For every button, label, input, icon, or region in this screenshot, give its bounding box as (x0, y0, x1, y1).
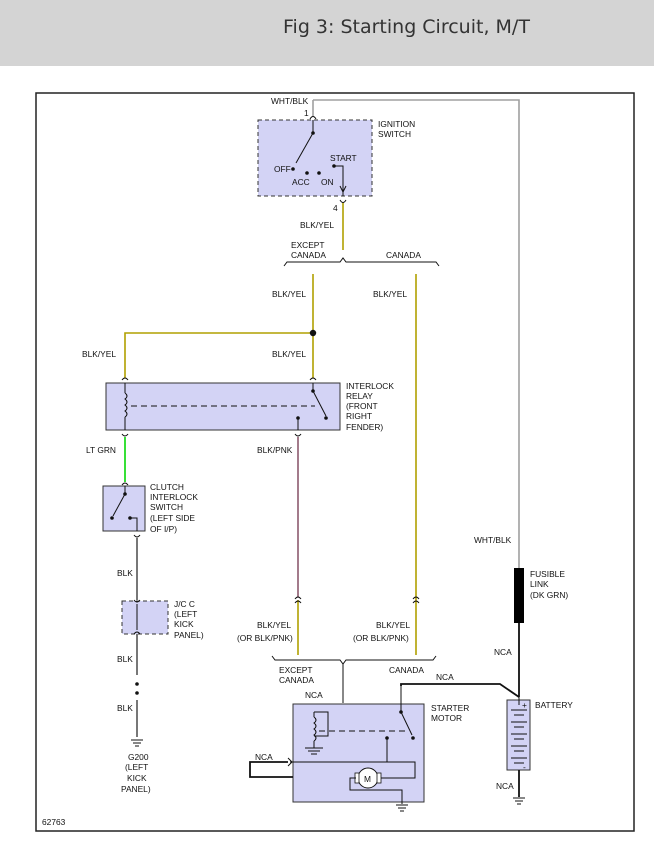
fusible-label-1: FUSIBLE (530, 569, 565, 579)
wire-label-lower-right-1: BLK/YEL (376, 620, 410, 630)
splice-dot (309, 329, 317, 337)
connector-ign-4 (339, 199, 347, 203)
wire-label-blk-pnk: BLK/PNK (257, 445, 293, 455)
wire-label-blk-1: BLK (117, 568, 133, 578)
figure-id: 62763 (42, 817, 66, 827)
wire-label-lt-grn: LT GRN (86, 445, 116, 455)
blk-dot-2 (135, 691, 139, 695)
except-canada-bottom-1: EXCEPT (279, 665, 313, 675)
wire-nca-battery-starter (400, 683, 520, 698)
wire-label-wht-blk-right: WHT/BLK (474, 535, 512, 545)
split-bracket-bottom (271, 655, 437, 703)
relay-label-1: INTERLOCK (346, 381, 394, 391)
clutch-label-4: (LEFT SIDE (150, 513, 195, 523)
wire-label-blk-yel-relay-mid: BLK/YEL (272, 349, 306, 359)
clutch-interlock-switch (102, 485, 146, 532)
wire-label-blk-2: BLK (117, 654, 133, 664)
ign-pin-1: 1 (304, 108, 309, 118)
wire-nca-left-loop (249, 761, 293, 778)
wire-label-blk-yel-left-branch: BLK/YEL (272, 289, 306, 299)
wire-label-lower-left-2: (OR BLK/PNK) (237, 633, 293, 643)
motor-symbol: M (364, 774, 371, 784)
wire-wht-blk (312, 99, 520, 568)
relay-label-3: (FRONT (346, 401, 378, 411)
connector-clutch-top (121, 482, 129, 486)
except-canada-bottom-2: CANADA (279, 675, 314, 685)
relay-label-2: RELAY (346, 391, 373, 401)
wire-label-nca-2: NCA (255, 752, 273, 762)
g200-label-3: KICK (127, 773, 147, 783)
wire-label-lower-right-2: (OR BLK/PNK) (353, 633, 409, 643)
canada-bottom-label: CANADA (389, 665, 424, 675)
wire-label-blk-yel-canada: BLK/YEL (373, 289, 407, 299)
connector-lower-right-top (412, 596, 420, 600)
except-canada-top-2: CANADA (291, 250, 326, 260)
g200-label-4: PANEL) (121, 784, 151, 794)
relay-label-4: RIGHT (346, 411, 372, 421)
except-canada-top-1: EXCEPT (291, 240, 325, 250)
starter-motor: M (287, 686, 425, 804)
connector-clutch-bottom (133, 534, 141, 538)
battery-minus: - (523, 762, 526, 772)
battery-ground-icon (513, 797, 525, 805)
clutch-label-2: INTERLOCK (150, 492, 198, 502)
jcc-label-2: (LEFT (174, 609, 197, 619)
wire-label-wht-blk-top: WHT/BLK (271, 96, 309, 106)
split-bracket-top (283, 257, 440, 267)
canada-top-label: CANADA (386, 250, 421, 260)
battery-label: BATTERY (535, 700, 573, 710)
ignition-switch: OFF ACC ON START (257, 119, 373, 197)
starter-ground-icon (396, 804, 408, 812)
wire-label-nca-4: NCA (494, 647, 512, 657)
connector-lower-left-top (294, 596, 302, 600)
connector-lower-left-bot (294, 600, 302, 604)
connector-ign-1 (309, 116, 317, 120)
fusible-link (514, 568, 524, 623)
wire-label-lower-left-1: BLK/YEL (257, 620, 291, 630)
starter-label-1: STARTER (431, 703, 469, 713)
wire-blk-yel (124, 203, 417, 655)
clutch-label-1: CLUTCH (150, 482, 184, 492)
ign-on-label: ON (321, 177, 334, 187)
jcc-label-1: J/C C (174, 599, 195, 609)
wire-label-nca-5: NCA (496, 781, 514, 791)
battery: + - (506, 697, 531, 772)
header-bar: Fig 3: Starting Circuit, M/T (0, 0, 654, 66)
ground-g200-icon (131, 739, 143, 747)
g200-label-2: (LEFT (125, 762, 148, 772)
wire-label-blk-yel-relay-left: BLK/YEL (82, 349, 116, 359)
jcc-label-4: PANEL) (174, 630, 204, 640)
wire-label-nca-3: NCA (436, 672, 454, 682)
fusible-label-3: (DK GRN) (530, 590, 568, 600)
starter-label-2: MOTOR (431, 713, 462, 723)
wire-label-nca-1: NCA (305, 690, 323, 700)
g200-label-1: G200 (128, 752, 149, 762)
wire-label-blk-yel-ign: BLK/YEL (300, 220, 334, 230)
blk-dot-1 (135, 682, 139, 686)
ign-pin-4: 4 (333, 203, 338, 213)
fusible-label-2: LINK (530, 579, 549, 589)
clutch-label-5: OF I/P) (150, 524, 177, 534)
clutch-label-3: SWITCH (150, 502, 183, 512)
battery-plus: + (522, 700, 527, 710)
ign-start-label: START (330, 153, 357, 163)
jcc-label-3: KICK (174, 619, 194, 629)
ign-off-label: OFF (274, 164, 291, 174)
ign-acc-label: ACC (292, 177, 310, 187)
figure-title: Fig 3: Starting Circuit, M/T (283, 16, 530, 38)
ignition-switch-label-1: IGNITION (378, 119, 415, 129)
ignition-switch-label-2: SWITCH (378, 129, 411, 139)
wire-label-blk-3: BLK (117, 703, 133, 713)
relay-label-5: FENDER) (346, 422, 383, 432)
interlock-relay (105, 377, 341, 437)
jc-c-junction (121, 599, 169, 635)
connector-lower-right-bot (412, 600, 420, 604)
